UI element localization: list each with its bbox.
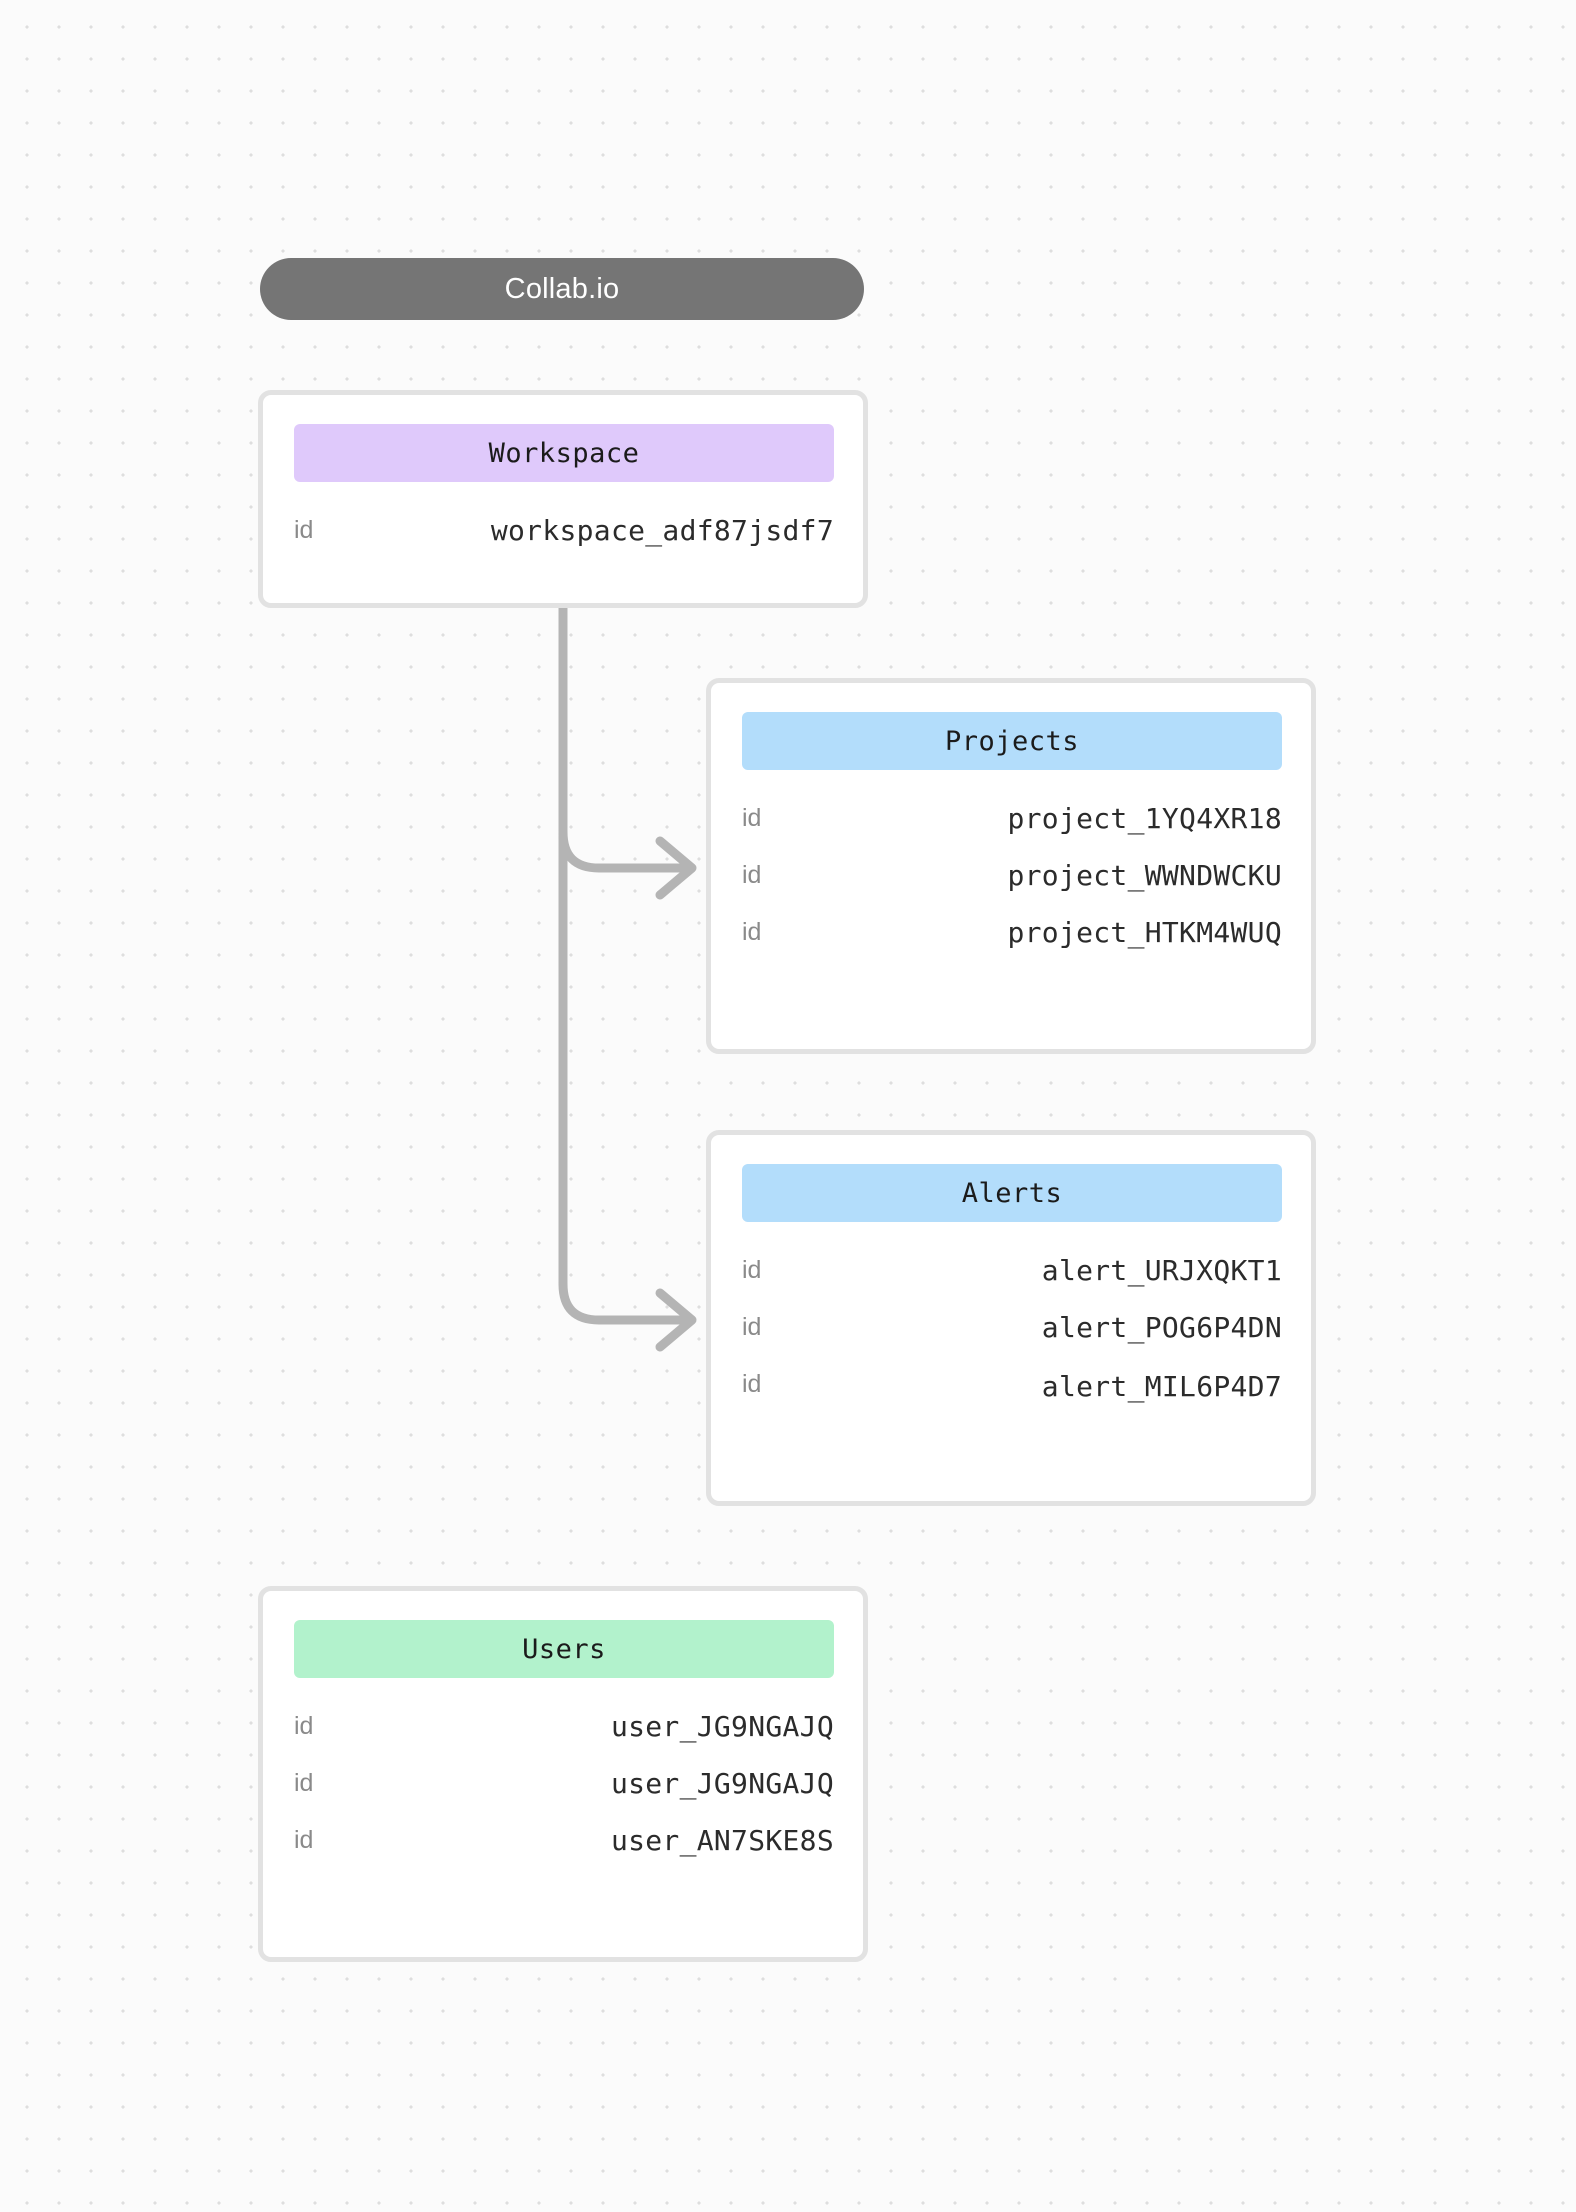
- app-title-pill: Collab.io: [260, 258, 864, 320]
- connector-workspace-projects: [558, 827, 693, 873]
- card-title-users: Users: [522, 1633, 606, 1665]
- connector-workspace-alerts: [558, 1279, 693, 1325]
- row-label: id: [294, 1825, 314, 1854]
- table-row[interactable]: id alert_MIL6P4D7: [742, 1362, 1282, 1406]
- card-header-alerts: Alerts: [742, 1164, 1282, 1222]
- table-row[interactable]: id project_1YQ4XR18: [742, 796, 1282, 840]
- row-value: workspace_adf87jsdf7: [490, 513, 834, 547]
- row-label: id: [742, 860, 762, 889]
- card-title-projects: Projects: [944, 725, 1080, 757]
- row-value: alert_POG6P4DN: [1041, 1310, 1282, 1344]
- card-title-workspace: Workspace: [488, 437, 640, 469]
- entity-card-projects[interactable]: Projects id project_1YQ4XR18 id project_…: [706, 678, 1316, 1054]
- row-value: user_AN7SKE8S: [610, 1823, 834, 1857]
- row-value: alert_MIL6P4D7: [1041, 1370, 1282, 1403]
- row-value: project_HTKM4WUQ: [1007, 915, 1282, 949]
- table-row[interactable]: id user_AN7SKE8S: [294, 1818, 834, 1862]
- row-label: id: [742, 1312, 762, 1341]
- row-label: id: [742, 1255, 762, 1284]
- card-title-alerts: Alerts: [961, 1177, 1063, 1209]
- card-header-workspace: Workspace: [294, 424, 834, 482]
- row-label: id: [294, 1711, 314, 1740]
- row-label: id: [742, 803, 762, 832]
- row-value: project_1YQ4XR18: [1007, 801, 1282, 835]
- row-label: id: [742, 917, 762, 946]
- arrowhead-projects: [655, 836, 697, 900]
- table-row[interactable]: id project_HTKM4WUQ: [742, 910, 1282, 954]
- row-value: project_WWNDWCKU: [1007, 858, 1282, 892]
- card-header-users: Users: [294, 1620, 834, 1678]
- entity-card-alerts[interactable]: Alerts id alert_URJXQKT1 id alert_POG6P4…: [706, 1130, 1316, 1506]
- row-label: id: [294, 1768, 314, 1797]
- table-row[interactable]: id workspace_adf87jsdf7: [294, 508, 834, 552]
- app-title-label: Collab.io: [504, 272, 620, 305]
- arrowhead-alerts: [655, 1288, 697, 1352]
- row-value: alert_URJXQKT1: [1041, 1253, 1282, 1287]
- entity-card-workspace[interactable]: Workspace id workspace_adf87jsdf7: [258, 390, 868, 608]
- table-row[interactable]: id alert_POG6P4DN: [742, 1305, 1282, 1349]
- entity-card-users[interactable]: Users id user_JG9NGAJQ id user_JG9NGAJQ …: [258, 1586, 868, 1962]
- row-label: id: [294, 515, 314, 544]
- table-row[interactable]: id user_JG9NGAJQ: [294, 1704, 834, 1748]
- card-header-projects: Projects: [742, 712, 1282, 770]
- table-row[interactable]: id project_WWNDWCKU: [742, 853, 1282, 897]
- row-label: id: [742, 1369, 762, 1398]
- table-row[interactable]: id user_JG9NGAJQ: [294, 1761, 834, 1805]
- row-value: user_JG9NGAJQ: [610, 1709, 834, 1743]
- table-row[interactable]: id alert_URJXQKT1: [742, 1248, 1282, 1292]
- row-value: user_JG9NGAJQ: [610, 1766, 834, 1800]
